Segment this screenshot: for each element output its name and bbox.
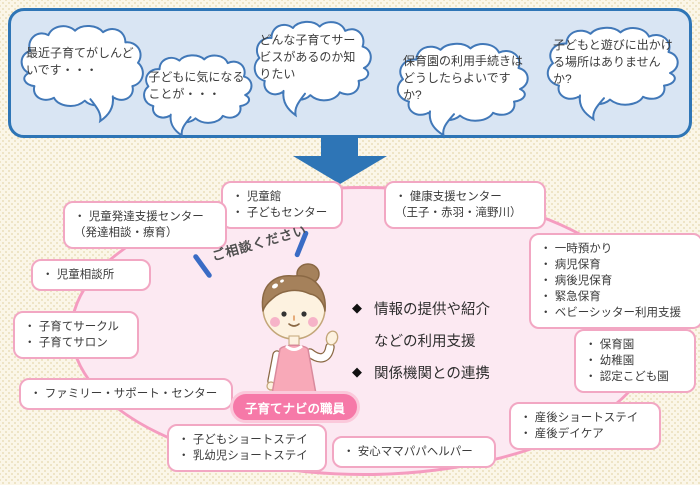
flow-down-arrow-icon	[293, 136, 387, 184]
speech-bubble-4: 保育園の利用手続きはどうしたらよいですか?	[388, 40, 538, 138]
service-item: （発達相談・療育）	[74, 227, 178, 239]
diamond-bullet-icon: ◆	[352, 300, 362, 315]
staff-character-illustration	[261, 263, 339, 394]
service-item: ・ 病児保育	[540, 259, 601, 271]
service-bubble-jidokan: ・ 児童館 ・ 子どもセンター	[221, 181, 343, 229]
speech-bubble-text: 子どもに気になることが・・・	[148, 69, 245, 101]
role-text-1: 情報の提供や紹介	[374, 301, 490, 318]
cloud-shape-icon	[538, 24, 688, 122]
service-item: ・ 幼稚園	[585, 355, 635, 367]
service-item: ・ 安心ママパパヘルパー	[343, 446, 473, 458]
cloud-shape-icon	[12, 22, 152, 124]
diamond-bullet-icon: ◆	[352, 364, 362, 379]
service-item: ・ 子どもショートステイ	[178, 434, 308, 446]
service-item: ・ 認定こども園	[585, 371, 669, 383]
service-bubble-kenko-shien: ・ 健康支援センター （王子・赤羽・滝野川）	[384, 181, 546, 229]
cloud-shape-icon	[246, 18, 380, 118]
service-bubble-sango: ・ 産後ショートステイ ・ 産後デイケア	[509, 402, 661, 450]
role-description: ◆ 情報の提供や紹介 などの利用支援 ◆ 関係機関との連携	[352, 292, 490, 388]
service-bubble-circle-salon: ・ 子育てサークル ・ 子育てサロン	[13, 311, 139, 359]
service-item: ・ ファミリー・サポート・センター	[30, 388, 218, 400]
speech-bubble-2: 子どもに気になることが・・・	[136, 52, 260, 138]
service-item: ・ 緊急保育	[540, 291, 601, 303]
service-item: ・ 児童発達支援センター	[74, 211, 204, 223]
role-line-2: などの利用支援	[352, 324, 490, 356]
service-bubble-short-stay: ・ 子どもショートステイ ・ 乳幼児ショートステイ	[167, 424, 327, 472]
speech-bubble-text: 子どもと遊びに出かける場所はありませんか?	[553, 37, 673, 86]
role-line-3: ◆ 関係機関との連携	[352, 356, 490, 388]
service-bubble-hattatsu-shien: ・ 児童発達支援センター （発達相談・療育）	[63, 201, 227, 249]
role-text-3: 関係機関との連携	[374, 365, 490, 382]
speech-bubble-text: 保育園の利用手続きはどうしたらよいですか?	[403, 53, 524, 102]
service-item: ・ 健康支援センター	[395, 191, 502, 203]
service-item: ・ 児童相談所	[42, 269, 115, 281]
service-item: ・ 産後ショートステイ	[520, 412, 639, 424]
staff-label-pill: 子育てナビの職員	[230, 391, 360, 423]
service-item: ・ 乳幼児ショートステイ	[178, 450, 308, 462]
service-item: ・ 病後児保育	[540, 275, 613, 287]
service-bubble-jido-sodanjo: ・ 児童相談所	[31, 259, 151, 291]
service-item: （王子・赤羽・滝野川）	[395, 207, 522, 219]
service-item: ・ 子どもセンター	[232, 207, 328, 219]
cloud-shape-icon	[136, 52, 260, 138]
service-item: ・ 一時預かり	[540, 243, 613, 255]
service-item: ・ 産後デイケア	[520, 428, 604, 440]
speech-bubble-5: 子どもと遊びに出かける場所はありませんか?	[538, 24, 688, 122]
service-item: ・ 児童館	[232, 191, 282, 203]
role-line-1: ◆ 情報の提供や紹介	[352, 292, 490, 324]
service-item: ・ 子育てサークル	[24, 321, 119, 333]
service-bubble-family-support: ・ ファミリー・サポート・センター	[19, 378, 233, 410]
speech-bubble-text: 最近子育てがしんどいです・・・	[26, 45, 134, 77]
role-text-2: などの利用支援	[374, 333, 476, 350]
service-item: ・ ベビーシッター利用支援	[540, 307, 681, 319]
speech-bubble-3: どんな子育てサービスがあるのか知りたい	[246, 18, 380, 118]
service-item: ・ 子育てサロン	[24, 337, 108, 349]
service-bubble-mama-papa-helper: ・ 安心ママパパヘルパー	[332, 436, 496, 468]
speech-bubble-text: どんな子育てサービスがあるのか知りたい	[259, 32, 356, 81]
service-bubble-ichiji-azukari: ・ 一時預かり ・ 病児保育 ・ 病後児保育 ・ 緊急保育 ・ ベビーシッター利…	[529, 233, 700, 329]
cloud-shape-icon	[388, 40, 538, 138]
speech-bubble-1: 最近子育てがしんどいです・・・	[12, 22, 152, 124]
service-item: ・ 保育園	[585, 339, 635, 351]
service-bubble-hoikuen: ・ 保育園 ・ 幼稚園 ・ 認定こども園	[574, 329, 696, 393]
